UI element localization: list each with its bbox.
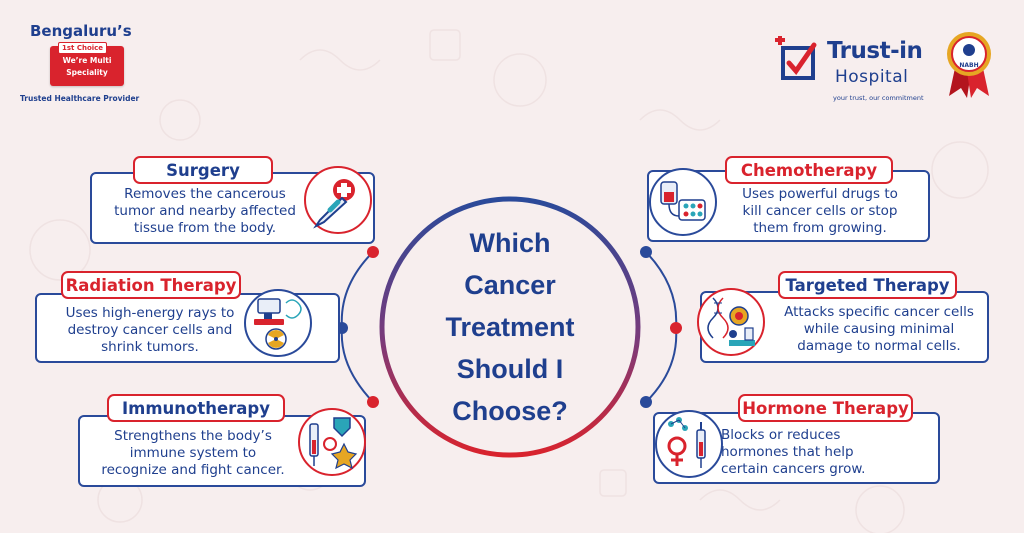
speciality-badge: 1st Choice We’re Multi Speciality xyxy=(50,42,124,86)
brand-right: Trust-in Hospital your trust, our commit… xyxy=(775,32,1010,104)
immunotherapy-desc-line-2: immune system to xyxy=(129,445,257,461)
radiation-desc-line-1: Uses high-energy rays to xyxy=(65,305,235,321)
radiation-desc-line-3: shrink tumors. xyxy=(101,339,199,355)
hospital-name-line-2: Hospital xyxy=(835,67,909,87)
connector-dot-hormone xyxy=(640,396,652,408)
chemotherapy-desc-line-3: them from growing. xyxy=(753,220,887,236)
surgery-desc-line-1: Removes the cancerous xyxy=(124,186,286,202)
hospital-slogan: your trust, our commitment xyxy=(833,94,924,102)
immunotherapy-desc-line-3: recognize and fight cancer. xyxy=(101,462,285,478)
title-line-2: Cancer xyxy=(464,270,556,300)
badge-line-2: Speciality xyxy=(66,68,108,77)
title-line-3: Treatment xyxy=(445,312,575,342)
connector-dot-chemotherapy xyxy=(640,246,652,258)
title-immunotherapy: Immunotherapy xyxy=(107,394,285,422)
title-targeted: Targeted Therapy xyxy=(778,271,957,299)
hormone-desc-line-3: certain cancers grow. xyxy=(721,461,866,477)
hospital-name-line-1: Trust-in xyxy=(827,38,923,64)
center-title: Which Cancer Treatment Should I Choose? xyxy=(391,212,629,442)
title-chemotherapy: Chemotherapy xyxy=(725,156,893,184)
targeted-desc-line-1: Attacks specific cancer cells xyxy=(784,304,974,320)
radiation-desc-line-2: destroy cancer cells and xyxy=(67,322,233,338)
hormone-desc-line-2: hormones that help xyxy=(721,444,854,460)
female-symbol-syringe-icon xyxy=(655,410,723,478)
title-radiation: Radiation Therapy xyxy=(61,271,241,299)
hospital-logo-icon xyxy=(775,36,817,80)
title-line-5: Choose? xyxy=(452,396,568,426)
title-surgery: Surgery xyxy=(133,156,273,184)
badge-line-1: We’re Multi xyxy=(62,56,112,65)
brand-city: Bengaluru’s xyxy=(30,22,132,40)
surgery-desc-line-2: tumor and nearby affected xyxy=(114,203,296,219)
scalpel-medical-cross-icon xyxy=(304,166,372,234)
connector-dot-immunotherapy xyxy=(367,396,379,408)
first-choice-tag: 1st Choice xyxy=(58,42,108,54)
title-line-4: Should I xyxy=(456,354,564,384)
title-hormone: Hormone Therapy xyxy=(738,394,913,422)
chemotherapy-desc-line-1: Uses powerful drugs to xyxy=(742,186,898,202)
brand-left: Bengaluru’s 1st Choice We’re Multi Speci… xyxy=(18,22,158,112)
radiation-machine-icon xyxy=(244,289,312,357)
hormone-desc-line-1: Blocks or reduces xyxy=(721,427,841,443)
surgery-desc-line-3: tissue from the body. xyxy=(133,220,277,236)
title-line-1: Which xyxy=(469,228,551,258)
accreditation-seal-icon: NABH xyxy=(947,32,991,98)
connector-dot-surgery xyxy=(367,246,379,258)
svg-text:NABH: NABH xyxy=(959,62,978,69)
iv-drip-pills-icon xyxy=(649,168,717,236)
immunotherapy-desc-line-1: Strengthens the body’s xyxy=(114,428,272,444)
chemotherapy-desc-line-2: kill cancer cells or stop xyxy=(742,203,898,219)
dna-target-cell-icon xyxy=(697,288,765,356)
targeted-desc-line-3: damage to normal cells. xyxy=(797,338,961,354)
syringe-cells-shield-icon xyxy=(298,408,366,476)
connector-dot-targeted xyxy=(670,322,682,334)
targeted-desc-line-2: while causing minimal xyxy=(803,321,955,337)
brand-tagline: Trusted Healthcare Provider xyxy=(20,94,140,103)
